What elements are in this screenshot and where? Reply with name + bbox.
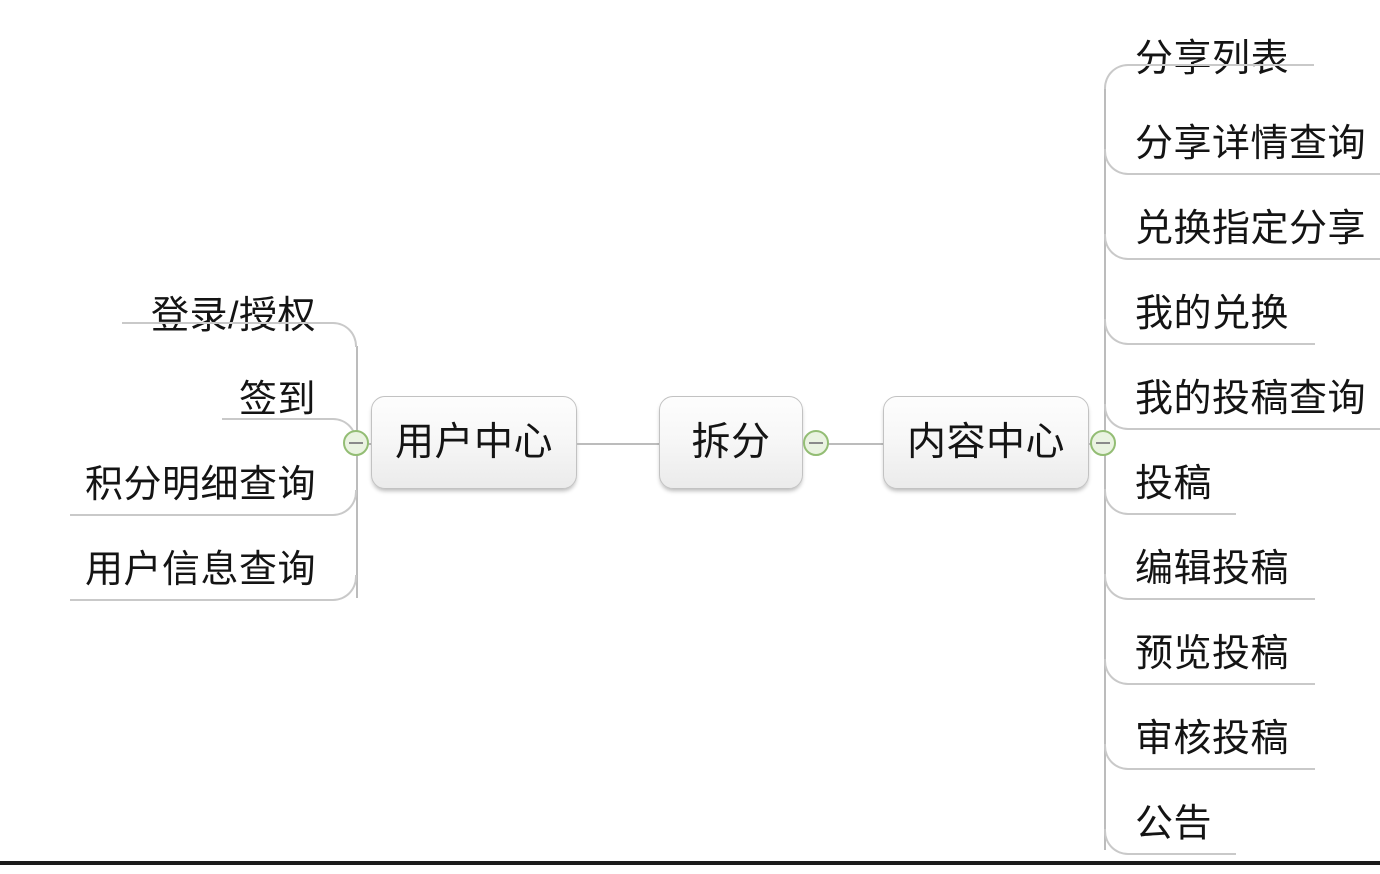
right-leaf-4-connector xyxy=(1104,404,1380,430)
toggle-split-right[interactable] xyxy=(803,430,829,456)
right-leaf-7-connector xyxy=(1104,659,1315,685)
left-leaf-3-label[interactable]: 用户信息查询 xyxy=(84,549,316,591)
right-leaf-0-label[interactable]: 分享列表 xyxy=(1135,38,1290,80)
right-leaf-2-label[interactable]: 兑换指定分享 xyxy=(1135,208,1367,250)
right-leaf-0-connector xyxy=(1104,64,1314,89)
left-branch-spine xyxy=(356,346,358,598)
right-leaf-3-connector xyxy=(1104,319,1315,345)
node-content-center[interactable]: 内容中心 xyxy=(883,396,1089,489)
node-content-center-label: 内容中心 xyxy=(906,421,1065,464)
left-leaf-3-connector xyxy=(70,575,357,601)
right-leaf-1-label[interactable]: 分享详情查询 xyxy=(1135,123,1367,165)
right-leaf-8-connector xyxy=(1104,744,1315,770)
right-leaf-5-label[interactable]: 投稿 xyxy=(1135,463,1213,505)
right-leaf-6-connector xyxy=(1104,574,1315,600)
left-leaf-1-connector xyxy=(222,418,357,444)
right-leaf-7-label[interactable]: 预览投稿 xyxy=(1135,633,1290,675)
right-branch-spine xyxy=(1104,88,1106,850)
left-leaf-1-label[interactable]: 签到 xyxy=(238,379,316,421)
connector-user-center-to-split xyxy=(577,443,659,445)
right-leaf-5-connector xyxy=(1104,489,1236,515)
bottom-rule xyxy=(0,861,1380,865)
left-leaf-0-connector xyxy=(122,322,357,347)
node-split[interactable]: 拆分 xyxy=(659,396,803,489)
right-leaf-6-label[interactable]: 编辑投稿 xyxy=(1135,548,1290,590)
right-leaf-1-connector xyxy=(1104,149,1380,175)
right-leaf-4-label[interactable]: 我的投稿查询 xyxy=(1135,378,1367,420)
toggle-user-center-left[interactable] xyxy=(343,430,369,456)
node-user-center[interactable]: 用户中心 xyxy=(371,396,577,489)
left-leaf-2-connector xyxy=(70,490,357,516)
left-leaf-2-label[interactable]: 积分明细查询 xyxy=(84,464,316,506)
node-user-center-label: 用户中心 xyxy=(394,421,553,464)
left-leaf-0-label[interactable]: 登录/授权 xyxy=(150,295,316,337)
right-leaf-9-connector xyxy=(1104,829,1236,855)
toggle-content-center-right[interactable] xyxy=(1090,430,1116,456)
right-leaf-8-label[interactable]: 审核投稿 xyxy=(1135,718,1290,760)
connector-split-to-content-center xyxy=(816,443,883,445)
right-leaf-2-connector xyxy=(1104,234,1380,260)
right-leaf-3-label[interactable]: 我的兑换 xyxy=(1135,293,1290,335)
node-split-label: 拆分 xyxy=(691,421,771,464)
right-leaf-9-label[interactable]: 公告 xyxy=(1135,803,1213,845)
